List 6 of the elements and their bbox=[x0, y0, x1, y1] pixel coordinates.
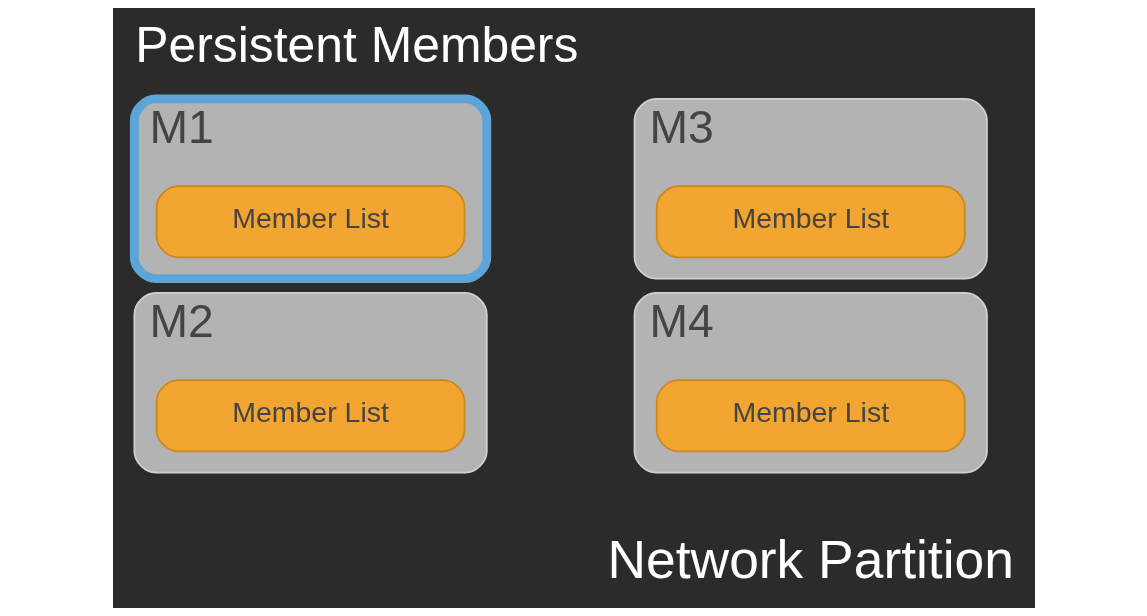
node-box: Member List bbox=[655, 379, 966, 453]
node-box: Member List bbox=[155, 185, 465, 259]
node-box: Member List bbox=[655, 185, 966, 259]
diagram-title: Persistent Members bbox=[134, 17, 578, 74]
node-box: Member List bbox=[155, 379, 465, 453]
label: Network Partition bbox=[607, 529, 1014, 589]
